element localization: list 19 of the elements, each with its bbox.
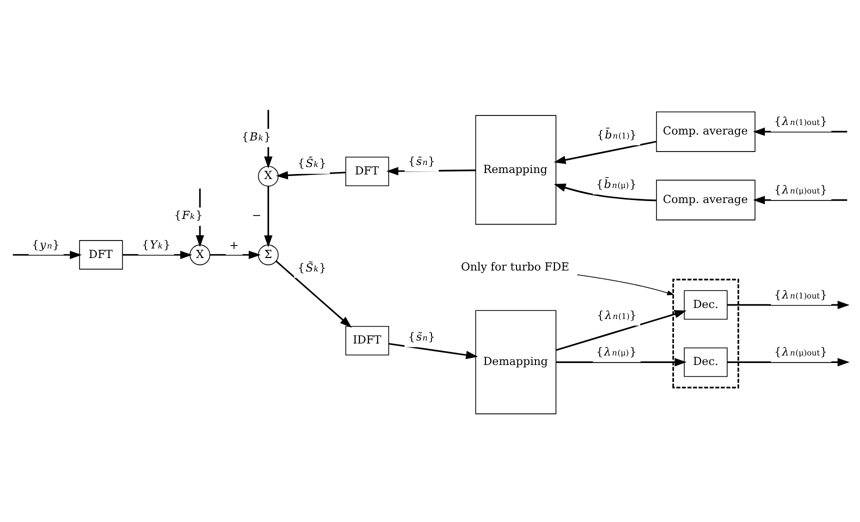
edge-label: {λn(μ)out}: [774, 345, 828, 358]
node-text: Only for turbo FDE: [460, 260, 570, 274]
edge-label: {S̄k}: [298, 156, 326, 170]
edge-label: {λn(1)}: [596, 308, 637, 322]
edge-label: {b̄n(1)}: [596, 128, 637, 142]
edge-label: {λn(μ)}: [596, 345, 637, 358]
edge-label: {Fk}: [174, 208, 203, 222]
edge-label: {Bk}: [242, 130, 271, 144]
edge-label: {λn(μ)out}: [774, 182, 828, 196]
edge-label: −: [252, 208, 262, 222]
edge-label: {s̄n}: [408, 154, 436, 168]
edge-label: {λn(1)out}: [774, 114, 828, 128]
edge-label: {s̃n}: [408, 330, 436, 343]
edge-label: {S̃k}: [298, 260, 326, 274]
edge-label: {Yk}: [142, 238, 170, 251]
edge-label: +: [229, 238, 239, 252]
edge-label: {yn}: [32, 238, 60, 251]
edge-label: {λn(1)out}: [774, 288, 828, 301]
edge-label: {b̄n(μ)}: [596, 177, 637, 190]
